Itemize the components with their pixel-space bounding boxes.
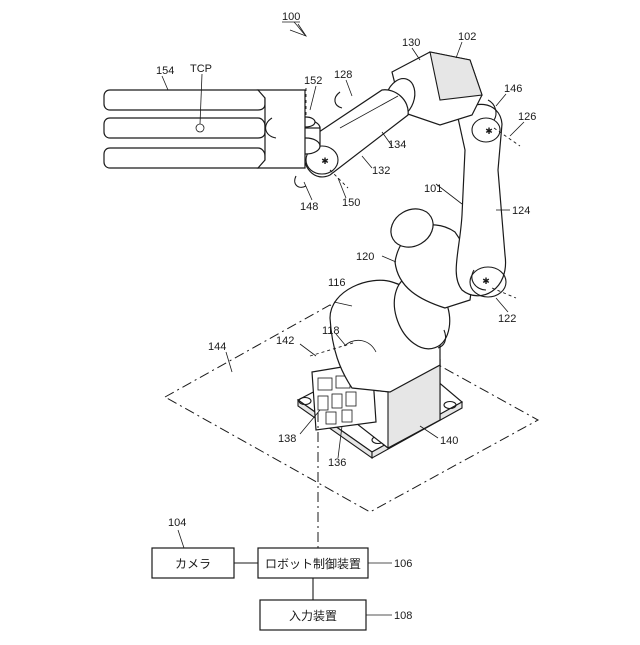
svg-text:✱: ✱ <box>482 276 490 286</box>
ref-126: 126 <box>518 111 536 123</box>
ref-136: 136 <box>328 457 346 469</box>
svg-text:✱: ✱ <box>321 156 329 166</box>
controller-label: ロボット制御装置 <box>265 556 361 571</box>
upper-arm: ✱ ✱ <box>456 104 506 297</box>
block-input-device: 入力装置 <box>260 600 366 630</box>
ref-106: 106 <box>394 558 412 570</box>
ref-104: 104 <box>168 517 186 529</box>
ref-130: 130 <box>402 37 420 49</box>
ref-154: 154 <box>156 65 174 77</box>
ref-148: 148 <box>300 201 318 213</box>
ref-tcp: TCP <box>190 63 212 75</box>
ref-122: 122 <box>498 313 516 325</box>
ref-100: 100 <box>282 11 300 23</box>
ref-146: 146 <box>504 83 522 95</box>
ref-140: 140 <box>440 435 458 447</box>
ref-134: 134 <box>388 139 406 151</box>
ref-118: 118 <box>322 325 340 337</box>
input-device-label: 入力装置 <box>289 609 337 623</box>
end-effector-fork <box>104 90 305 168</box>
ref-132: 132 <box>372 165 390 177</box>
block-camera: カメラ <box>152 548 234 578</box>
camera-label: カメラ <box>175 557 211 571</box>
ref-150: 150 <box>342 197 360 209</box>
ref-102: 102 <box>458 31 476 43</box>
ref-101: 101 <box>424 183 442 195</box>
svg-text:✱: ✱ <box>485 126 493 136</box>
ref-124: 124 <box>512 205 530 217</box>
ref-142: 142 <box>276 335 294 347</box>
ref-144: 144 <box>208 341 226 353</box>
ref-120: 120 <box>356 251 374 263</box>
block-controller: ロボット制御装置 <box>258 548 368 578</box>
ref-108: 108 <box>394 610 412 622</box>
ref-128: 128 <box>334 69 352 81</box>
ref-152: 152 <box>304 75 322 87</box>
ref-116: 116 <box>328 277 346 289</box>
ref-138: 138 <box>278 433 296 445</box>
